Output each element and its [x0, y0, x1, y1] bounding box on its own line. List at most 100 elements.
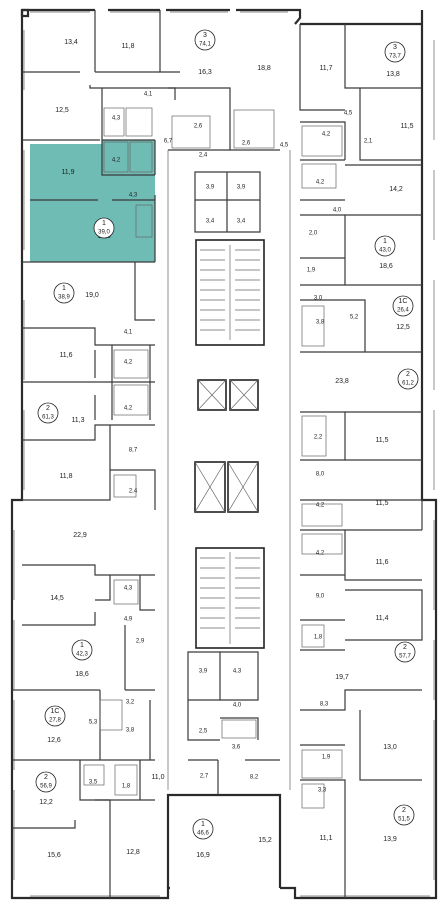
room-area: 18,6 — [75, 671, 89, 678]
svg-text:57,7: 57,7 — [399, 654, 411, 660]
apartment-badge[interactable]: 1 42,3 — [71, 639, 93, 661]
room-area: 3,4 — [206, 219, 215, 225]
room-area: 11,5 — [375, 437, 388, 444]
svg-text:56,9: 56,9 — [40, 784, 52, 790]
room-area: 4,2 — [316, 503, 325, 509]
apartment-badge[interactable]: 2 57,7 — [394, 641, 416, 663]
room-area: 4,0 — [333, 208, 342, 214]
room-area: 4,1 — [144, 92, 153, 98]
svg-text:1: 1 — [62, 285, 66, 292]
svg-text:61,2: 61,2 — [402, 381, 414, 387]
room-area: 12,6 — [47, 737, 61, 744]
room-area: 3,3 — [318, 788, 327, 794]
room-area: 11,5 — [400, 123, 413, 130]
room-area: 13,9 — [383, 836, 397, 843]
apartment-badge[interactable]: 2 61,3 — [37, 402, 59, 424]
room-area: 4,2 — [112, 158, 121, 164]
svg-text:38,9: 38,9 — [58, 295, 70, 301]
room-area: 1,8 — [314, 635, 323, 641]
room-area: 18,6 — [379, 263, 393, 270]
room-area: 3,6 — [232, 745, 241, 751]
room-area: 4,3 — [129, 193, 138, 199]
room-area: 12,5 — [396, 324, 410, 331]
room-area: 2,2 — [314, 435, 323, 441]
room-area: 11,1 — [319, 835, 332, 842]
svg-text:74,1: 74,1 — [199, 42, 211, 48]
room-area: 16,9 — [196, 852, 210, 859]
room-area: 22,9 — [73, 532, 87, 539]
room-area: 8,7 — [129, 448, 138, 454]
room-area: 16,3 — [198, 69, 212, 76]
svg-text:51,5: 51,5 — [398, 817, 410, 823]
west-walls — [12, 10, 180, 898]
room-area: 19,7 — [335, 674, 349, 681]
svg-text:43,0: 43,0 — [379, 248, 391, 254]
room-area: 2,5 — [199, 729, 208, 735]
svg-text:27,8: 27,8 — [49, 718, 61, 724]
svg-text:1: 1 — [102, 220, 106, 227]
room-area: 15,6 — [47, 852, 61, 859]
room-area: 2,4 — [129, 489, 138, 495]
apartment-badge[interactable]: 1С 26,4 — [392, 295, 414, 317]
svg-text:73,7: 73,7 — [389, 54, 401, 60]
room-area: 13,0 — [383, 744, 397, 751]
room-area: 3,5 — [89, 780, 98, 786]
room-area: 4,2 — [124, 360, 133, 366]
room-area: 2,9 — [136, 639, 145, 645]
room-area: 4,9 — [124, 617, 133, 623]
apartment-badge[interactable]: 1 46,6 — [192, 818, 214, 840]
svg-text:42,3: 42,3 — [76, 652, 88, 658]
room-area: 8,0 — [316, 472, 325, 478]
room-area: 14,5 — [50, 595, 64, 602]
svg-text:2: 2 — [44, 774, 48, 781]
room-area: 19,0 — [85, 292, 99, 299]
room-area: 1,9 — [322, 755, 331, 761]
room-area: 12,8 — [126, 849, 140, 856]
svg-text:39,0: 39,0 — [98, 230, 110, 236]
room-area: 4,3 — [112, 116, 121, 122]
room-area: 3,8 — [316, 320, 325, 326]
svg-text:2: 2 — [46, 405, 50, 412]
central-core — [167, 87, 291, 795]
room-area: 11,8 — [121, 43, 134, 50]
apartment-badge[interactable]: 1 38,9 — [53, 282, 75, 304]
apartment-badge[interactable]: 2 61,2 — [397, 368, 419, 390]
room-area: 2,0 — [309, 231, 318, 237]
room-area: 4,2 — [124, 406, 133, 412]
highlighted-apartment[interactable] — [30, 140, 155, 262]
room-area: 8,3 — [320, 702, 329, 708]
room-area: 11,5 — [375, 500, 388, 507]
room-area: 3,2 — [126, 700, 135, 706]
apartment-badge[interactable]: 3 73,7 — [384, 41, 406, 63]
room-area: 2,6 — [194, 124, 203, 130]
room-area: 4,2 — [322, 132, 331, 138]
room-area: 9,0 — [316, 594, 325, 600]
room-area: 12,5 — [55, 107, 69, 114]
apartment-badge[interactable]: 2 51,5 — [393, 804, 415, 826]
room-area: 5,2 — [350, 315, 359, 321]
room-labels-east: 11,7 13,8 4,5 11,5 4,2 2,1 4,5 4,2 14,2 … — [280, 65, 414, 843]
room-area: 8,2 — [250, 775, 259, 781]
west-bathrooms — [83, 107, 153, 796]
room-area: 6,7 — [164, 139, 173, 145]
apartment-badge[interactable]: 1 39,0 — [93, 217, 115, 239]
east-bathrooms — [301, 125, 343, 809]
apartment-badge[interactable]: 1С 27,8 — [44, 705, 66, 727]
room-labels-west: 13,4 11,8 12,5 4,3 11,9 4,2 4,3 18,6 19,… — [39, 39, 164, 859]
svg-text:46,6: 46,6 — [197, 831, 209, 837]
apartment-badge[interactable]: 1 43,0 — [374, 235, 396, 257]
svg-text:1: 1 — [383, 238, 387, 245]
room-area: 4,3 — [124, 586, 133, 592]
room-area: 23,8 — [335, 378, 349, 385]
apartment-badge[interactable]: 2 56,9 — [35, 771, 57, 793]
room-area: 14,2 — [389, 186, 403, 193]
svg-text:2: 2 — [403, 644, 407, 651]
room-area: 12,2 — [39, 799, 53, 806]
svg-text:2: 2 — [406, 371, 410, 378]
apartment-badge[interactable]: 3 74,1 — [194, 29, 216, 51]
room-area: 4,5 — [344, 111, 353, 117]
room-area: 1,8 — [122, 784, 131, 790]
room-area: 3,9 — [237, 185, 246, 191]
svg-text:1: 1 — [201, 821, 205, 828]
